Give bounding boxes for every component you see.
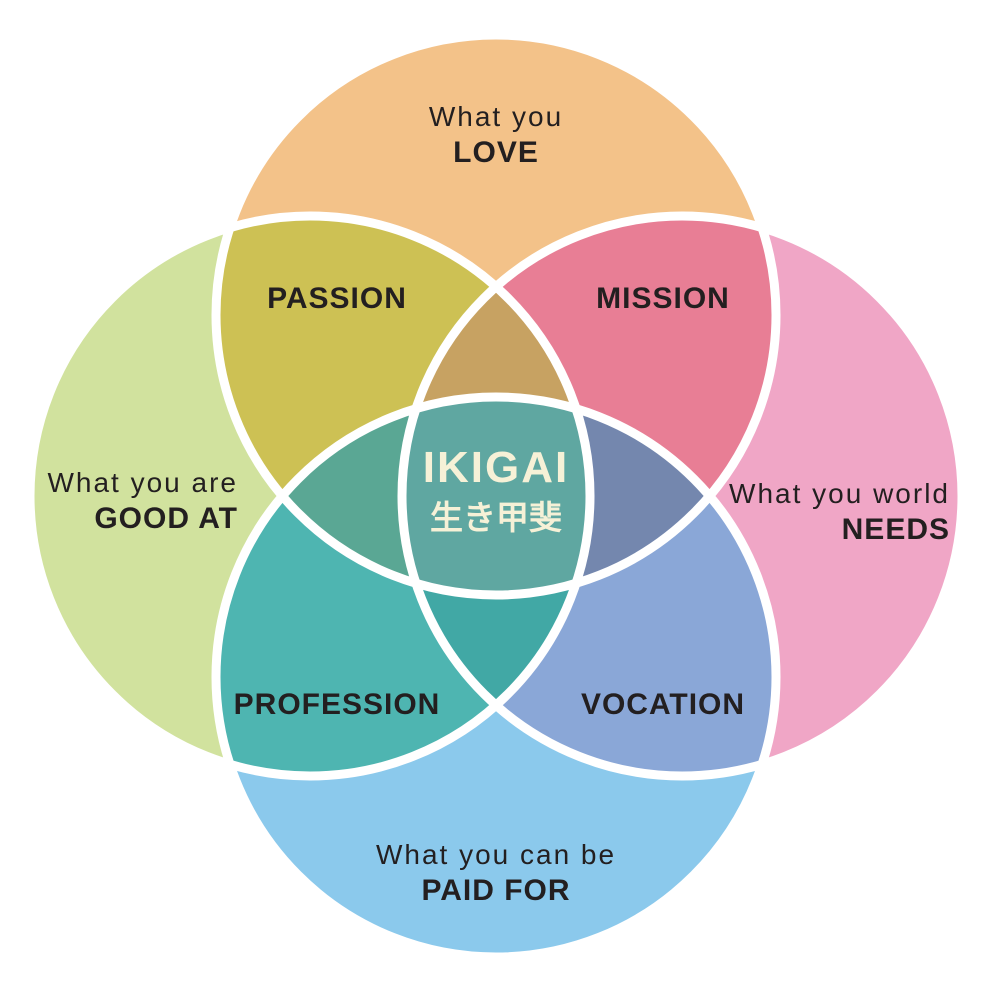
needs-label-line1: What you world bbox=[729, 478, 950, 509]
paid-for-label-line2: PAID FOR bbox=[421, 874, 571, 907]
vocation-label: VOCATION bbox=[580, 688, 746, 721]
region-love-needs-paid bbox=[402, 397, 776, 595]
region-love-good-paid bbox=[216, 397, 590, 595]
stroke-circle-paid-for bbox=[211, 392, 781, 962]
stroke-circle-needs bbox=[397, 211, 967, 781]
good-at-label-line1: What you are bbox=[47, 467, 238, 498]
good-at-label: What you are GOOD AT bbox=[18, 466, 238, 538]
ikigai-center-label: IKIGAI 生き甲斐 bbox=[346, 443, 646, 539]
love-label: What you LOVE bbox=[346, 100, 646, 172]
mission-label: MISSION bbox=[596, 282, 730, 315]
region-good-needs-paid bbox=[402, 397, 590, 776]
stroke-circle-love bbox=[211, 30, 781, 600]
region-love-good-needs bbox=[402, 216, 590, 595]
love-label-line1: What you bbox=[428, 101, 564, 132]
needs-label-line2: NEEDS bbox=[841, 513, 950, 546]
passion-label: PASSION bbox=[267, 282, 407, 315]
paid-for-label-line1: What you can be bbox=[375, 839, 617, 870]
ikigai-title: IKIGAI bbox=[422, 443, 570, 492]
paid-for-label: What you can be PAID FOR bbox=[316, 838, 676, 910]
ikigai-subtitle-japanese: 生き甲斐 bbox=[430, 499, 562, 536]
stroke-circle-good-at bbox=[25, 211, 595, 781]
good-at-label-line2: GOOD AT bbox=[94, 502, 238, 535]
profession-label: PROFESSION bbox=[233, 688, 441, 721]
needs-label: What you world NEEDS bbox=[676, 477, 950, 549]
love-label-line2: LOVE bbox=[453, 136, 539, 169]
white-divider-strokes bbox=[25, 30, 967, 962]
